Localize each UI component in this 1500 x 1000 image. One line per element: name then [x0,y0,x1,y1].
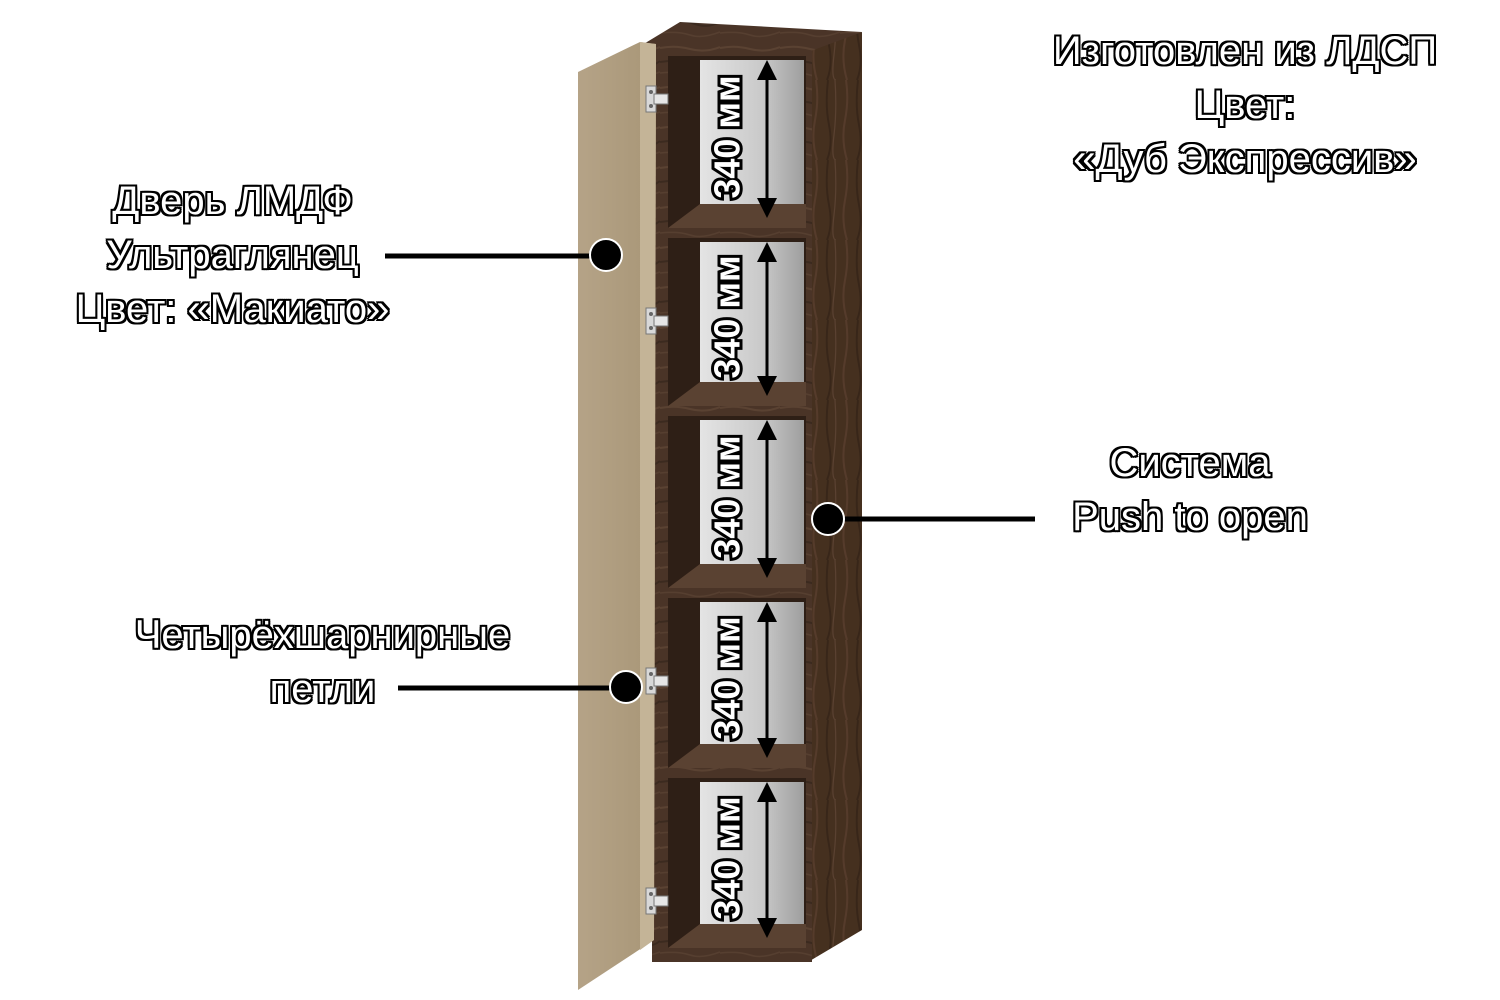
shelf-surface [668,204,806,228]
callout-push-marker [811,502,845,536]
arrow-down-icon [757,198,777,218]
door-label: Дверь ЛМДФ Ультраглянец Цвет: «Макиато» [60,174,405,336]
callout-door [385,238,623,272]
material-label-line3: «Дуб Экспрессив» [1072,136,1417,182]
hinge-icon [645,307,669,335]
compartment [668,778,806,948]
dimension-340: 340 мм [704,420,777,578]
shelf-surface [668,382,806,406]
door-label-line3: Цвет: «Макиато» [75,286,391,332]
dimension-label: 340 мм [707,75,748,198]
compartment-back-panel [700,420,804,566]
callout-push-to-open [811,502,1035,536]
door-label-line2: Ультраглянец [105,232,360,278]
arrow-down-icon [757,918,777,938]
cabinet-body [642,22,862,962]
arrow-up-icon [757,242,777,262]
hinges [645,85,669,915]
arrow-down-icon [757,376,777,396]
hinge-icon [645,667,669,695]
cabinet-door [578,42,656,990]
dimension-label: 340 мм [707,435,748,558]
compartments [668,56,806,948]
compartment-back-panel [700,242,804,384]
dimension-label: 340 мм [707,255,748,378]
hinge-icon [645,85,669,113]
shelf-surface [668,564,806,588]
dimension-label: 340 мм [707,616,748,739]
material-label: Изготовлен из ЛДСП Цвет: «Дуб Экспрессив… [1040,24,1450,186]
compartment-back-panel [700,782,804,926]
dimension-340: 340 мм [704,782,777,938]
compartment-back-panel [700,602,804,746]
push-to-open-label: Система Push to open [1050,436,1330,544]
shelf-surface [668,744,806,768]
callout-door-marker [589,238,623,272]
material-label-line2: Цвет: [1194,82,1297,128]
arrow-up-icon [757,782,777,802]
dimension-label: 340 мм [707,796,748,919]
cabinet-right-side-panel [808,32,862,962]
hinges-label-line2: петли [269,666,377,712]
compartment-back-panel [700,60,804,206]
arrow-down-icon [757,558,777,578]
arrow-up-icon [757,60,777,80]
door-panel [578,42,656,990]
compartment [668,416,806,588]
door-edge [640,42,656,950]
hinges-label: Четырёхшарнирные петли [105,608,540,716]
dimension-340: 340 мм [704,60,777,218]
arrow-up-icon [757,602,777,622]
push-label-line1: Система [1108,440,1271,486]
arrow-up-icon [757,420,777,440]
hinge-icon [645,887,669,915]
dimension-340: 340 мм [704,602,777,758]
compartment [668,56,806,228]
shelf-surface [668,924,806,948]
material-label-line1: Изготовлен из ЛДСП [1052,28,1438,74]
push-label-line2: Push to open [1071,494,1309,540]
compartment [668,238,806,406]
callout-hinges [398,670,643,704]
door-label-line1: Дверь ЛМДФ [111,178,354,224]
compartment [668,598,806,768]
dimension-340: 340 мм [704,242,777,396]
hinges-label-line1: Четырёхшарнирные [134,612,512,658]
arrow-down-icon [757,738,777,758]
dimension-annotations: 340 мм 340 мм 340 мм 340 мм 340 мм [704,60,777,938]
callout-hinges-marker [609,670,643,704]
